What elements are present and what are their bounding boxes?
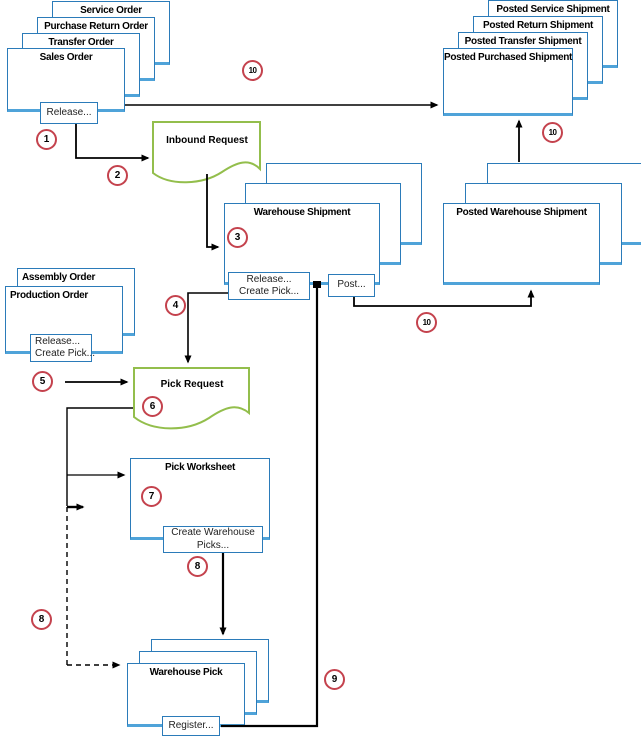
shipment-release-create-pick-button[interactable]: Release... Create Pick...: [228, 272, 310, 300]
button-label: Register...: [168, 719, 214, 731]
connector-pick-request-rail: [66, 407, 133, 506]
step-8-badge: 8: [187, 556, 208, 577]
card-title: Purchase Return Order: [44, 21, 148, 32]
create-warehouse-picks-button[interactable]: Create Warehouse Picks...: [163, 526, 263, 553]
step-1-badge: 1: [36, 129, 57, 150]
connector-shipment-to-pick-request: [184, 292, 228, 364]
card-title: Pick Worksheet: [164, 462, 236, 473]
shipment-post-button[interactable]: Post...: [328, 274, 375, 297]
step-2-badge: 2: [107, 165, 128, 186]
step-8-direct-badge: 8: [31, 609, 52, 630]
inbound-request-doc: Inbound Request: [152, 121, 262, 191]
connector-post-to-posted-warehouse-shipment: [353, 289, 535, 307]
document-title: Pick Request: [160, 379, 224, 390]
card-title: Posted Return Shipment: [482, 20, 594, 31]
step-10-post-badge: 10: [416, 312, 437, 333]
document-title: Inbound Request: [166, 135, 248, 146]
card-posted-purchased-shipment: Posted Purchased Shipment: [443, 48, 573, 116]
production-release-create-pick-button[interactable]: Release... Create Pick...: [30, 334, 96, 362]
button-label-line1: Create Warehouse: [171, 527, 255, 538]
button-label-line1: Release...: [246, 273, 292, 285]
release-source-button[interactable]: Release...: [40, 102, 98, 124]
card-sales-order: Sales Order: [7, 48, 125, 112]
button-label: Post...: [337, 279, 366, 291]
card-title: Production Order: [10, 290, 88, 301]
card-title: Posted Purchased Shipment: [444, 52, 573, 63]
card-title: Warehouse Shipment: [253, 207, 351, 218]
card-posted-warehouse-shipment: Posted Warehouse Shipment: [443, 203, 600, 285]
step-3-badge: 3: [227, 227, 248, 248]
button-label-line2: Create Pick...: [238, 286, 300, 297]
pick-register-button[interactable]: Register...: [162, 716, 220, 736]
step-6-badge: 6: [142, 396, 163, 417]
card-title: Warehouse Pick: [149, 667, 223, 678]
step-4-badge: 4: [165, 295, 186, 316]
card-title: Service Order: [80, 5, 142, 16]
document-shape: [152, 121, 261, 184]
connector-release-to-inbound-request: [75, 124, 150, 162]
card-title: Posted Service Shipment: [496, 4, 610, 15]
step-9-badge: 9: [324, 669, 345, 690]
card-title: Assembly Order: [22, 272, 96, 283]
step-10-direct-badge: 10: [242, 60, 263, 81]
button-label-line2: Create Pick...: [35, 348, 96, 359]
card-title: Sales Order: [39, 52, 93, 63]
card-title: Posted Transfer Shipment: [464, 36, 582, 47]
step-5-badge: 5: [32, 371, 53, 392]
step-7-badge: 7: [141, 486, 162, 507]
button-label-line2: Picks...: [196, 539, 230, 551]
button-label-line1: Release...: [35, 335, 81, 347]
card-title: Transfer Order: [48, 37, 114, 48]
button-label: Release...: [46, 106, 92, 118]
card-title: Posted Warehouse Shipment: [456, 207, 587, 218]
step-10-posted-source-badge: 10: [542, 122, 563, 143]
